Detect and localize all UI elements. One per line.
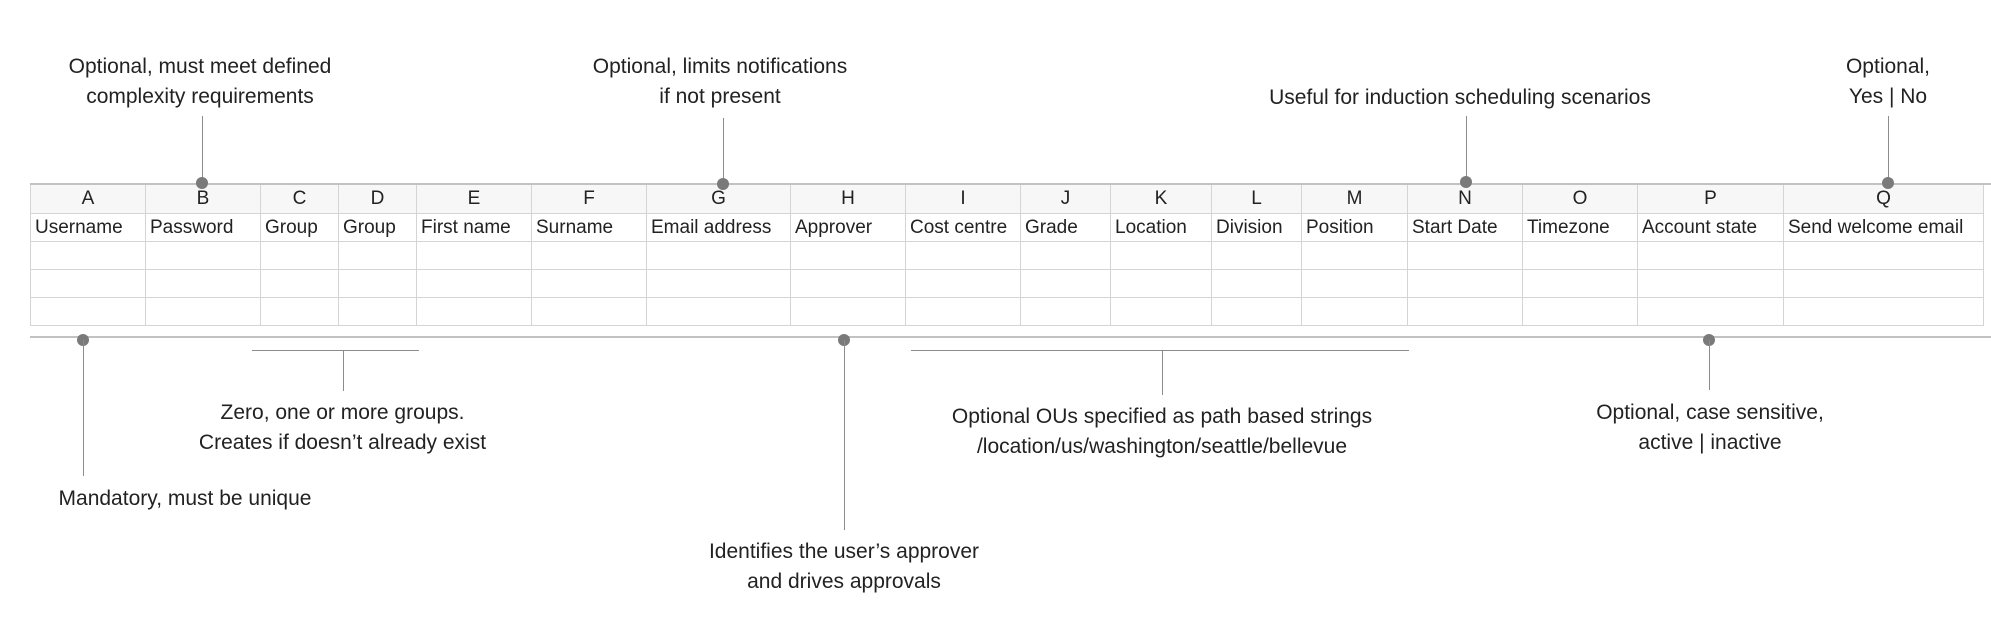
connector-account-state bbox=[1709, 340, 1710, 390]
column-letter: Q bbox=[1783, 183, 1984, 214]
annotation-groups: Zero, one or more groups. Creates if doe… bbox=[170, 398, 515, 458]
anchor-dot-password bbox=[196, 177, 208, 189]
column-letter: E bbox=[416, 183, 532, 214]
empty-row bbox=[30, 297, 1984, 326]
annotation-line: and drives approvals bbox=[747, 570, 941, 593]
annotation-line: Optional, bbox=[1845, 55, 1931, 78]
annotation-ous: Optional OUs specified as path based str… bbox=[912, 402, 1412, 462]
annotation-line: Zero, one or more groups. bbox=[220, 401, 465, 424]
field-header-approver: Approver bbox=[790, 213, 906, 242]
annotation-line: Optional, limits notifications bbox=[592, 55, 848, 78]
connector-groups bbox=[343, 350, 344, 391]
column-letter: F bbox=[531, 183, 647, 214]
column-letter: N bbox=[1407, 183, 1523, 214]
annotation-username: Mandatory, must be unique bbox=[25, 484, 345, 514]
empty-row bbox=[30, 269, 1984, 298]
column-letter: O bbox=[1522, 183, 1638, 214]
field-header-surname: Surname bbox=[531, 213, 647, 242]
field-header-grade: Grade bbox=[1020, 213, 1111, 242]
anchor-dot-email bbox=[717, 178, 729, 190]
column-letter: M bbox=[1301, 183, 1408, 214]
column-letter: P bbox=[1637, 183, 1784, 214]
field-header-cost-centre: Cost centre bbox=[905, 213, 1021, 242]
field-header-send-welcome-email: Send welcome email bbox=[1783, 213, 1984, 242]
anchor-dot-send-welcome-email bbox=[1882, 177, 1894, 189]
annotation-line: Creates if doesn’t already exist bbox=[198, 431, 487, 454]
connector-send-welcome-email bbox=[1888, 116, 1889, 183]
field-header-email: Email address bbox=[646, 213, 791, 242]
column-letter: K bbox=[1110, 183, 1212, 214]
connector-password bbox=[202, 116, 203, 183]
annotation-line: Useful for induction scheduling scenario… bbox=[1269, 86, 1651, 109]
annotation-account-state: Optional, case sensitive, active | inact… bbox=[1565, 398, 1855, 458]
field-header-group: Group bbox=[260, 213, 339, 242]
annotation-start-date: Useful for induction scheduling scenario… bbox=[1230, 83, 1690, 113]
annotation-line: Optional OUs specified as path based str… bbox=[951, 405, 1373, 428]
annotation-line: Identifies the user’s approver bbox=[708, 540, 980, 563]
field-header-timezone: Timezone bbox=[1522, 213, 1638, 242]
anchor-dot-start-date bbox=[1460, 176, 1472, 188]
import-template-sheet: A B C D E F G H I J K L M N O P Q Userna… bbox=[30, 183, 1984, 326]
annotation-line: Mandatory, must be unique bbox=[58, 487, 312, 510]
annotation-line: complexity requirements bbox=[86, 85, 314, 108]
annotation-line: Optional, must meet defined bbox=[68, 55, 332, 78]
connector-email bbox=[723, 118, 724, 183]
field-header-password: Password bbox=[145, 213, 261, 242]
column-letter: C bbox=[260, 183, 339, 214]
column-letter: H bbox=[790, 183, 906, 214]
annotation-line: if not present bbox=[659, 85, 781, 108]
column-letter: L bbox=[1211, 183, 1302, 214]
sheet-top-edge bbox=[30, 183, 1991, 185]
column-letter: I bbox=[905, 183, 1021, 214]
connector-ous bbox=[1162, 350, 1163, 395]
column-letter: J bbox=[1020, 183, 1111, 214]
empty-row bbox=[30, 241, 1984, 270]
annotation-line: Optional, case sensitive, bbox=[1596, 401, 1824, 424]
connector-username bbox=[83, 340, 84, 476]
annotation-line: active | inactive bbox=[1638, 431, 1782, 454]
field-header-division: Division bbox=[1211, 213, 1302, 242]
annotation-send-welcome-email: Optional, Yes | No bbox=[1818, 52, 1958, 112]
field-header-username: Username bbox=[30, 213, 146, 242]
connector-approver bbox=[844, 340, 845, 530]
annotation-approver: Identifies the user’s approver and drive… bbox=[684, 537, 1004, 597]
field-header-location: Location bbox=[1110, 213, 1212, 242]
annotation-line: /location/us/washington/seattle/bellevue bbox=[976, 435, 1348, 458]
column-letter: D bbox=[338, 183, 417, 214]
field-header-first-name: First name bbox=[416, 213, 532, 242]
column-letter-row: A B C D E F G H I J K L M N O P Q bbox=[30, 183, 1984, 214]
annotation-email: Optional, limits notifications if not pr… bbox=[560, 52, 880, 112]
field-header-group: Group bbox=[338, 213, 417, 242]
annotation-password: Optional, must meet defined complexity r… bbox=[40, 52, 360, 112]
field-header-position: Position bbox=[1301, 213, 1408, 242]
group-bracket bbox=[252, 350, 419, 351]
field-header-row: Username Password Group Group First name… bbox=[30, 213, 1984, 242]
sheet-bottom-edge bbox=[30, 336, 1991, 338]
annotation-line: Yes | No bbox=[1848, 85, 1928, 108]
column-letter: A bbox=[30, 183, 146, 214]
connector-start-date bbox=[1466, 116, 1467, 183]
field-header-start-date: Start Date bbox=[1407, 213, 1523, 242]
ou-bracket bbox=[911, 350, 1409, 351]
field-header-account-state: Account state bbox=[1637, 213, 1784, 242]
